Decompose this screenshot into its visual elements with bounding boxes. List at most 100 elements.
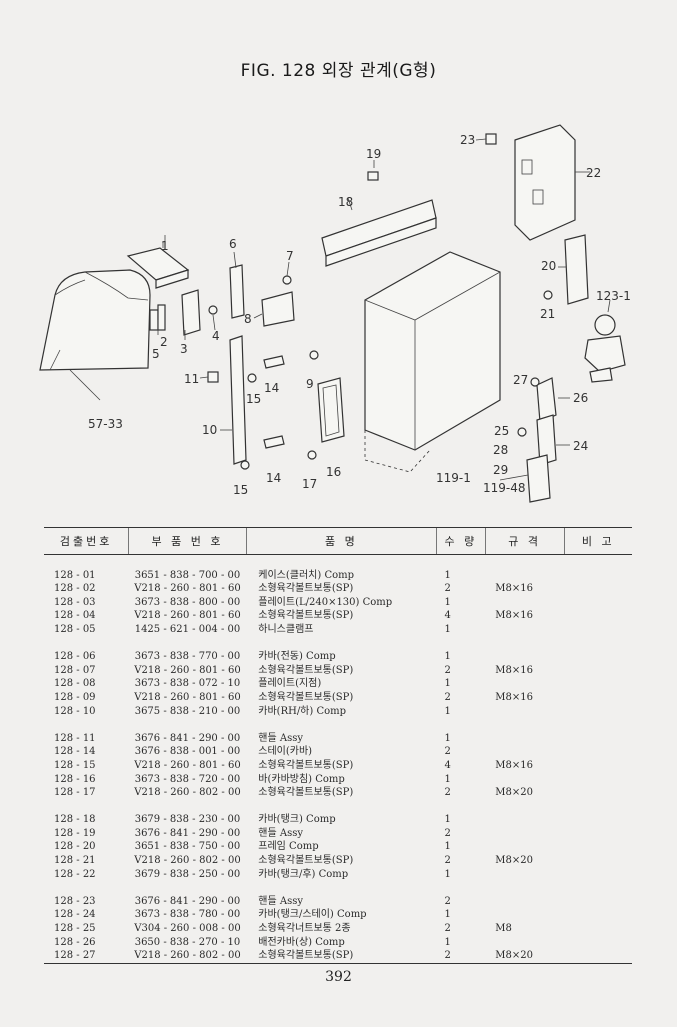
part-number-cell: 3679 - 838 - 230 - 00 [134,814,241,826]
index-cell: 128 - 14 [54,746,96,758]
spec-cell [485,840,564,854]
part-57-33-drawing [39,269,151,401]
header-index: 검출번호 [44,527,129,555]
index-cell: 128 - 23 [54,895,96,907]
index-cell: 128 - 06 [54,651,96,663]
remarks-cell [564,868,632,882]
remarks-cell [564,854,632,868]
index-cell: 128 - 19 [54,827,96,839]
part-number-cell: 3676 - 841 - 290 - 00 [134,732,241,744]
callout-18: 18 [338,195,353,209]
part-name-cell: 카바(RH/하) Comp [258,705,347,717]
part-name-cell: 소형육각볼트보통(SP) [246,949,437,964]
quantity-cell: 1 [444,705,451,717]
part-name-cell: 소형육각볼트보통(SP) [258,787,354,799]
quantity-cell: 1 [444,651,451,663]
header-quantity: 수 량 [436,527,486,555]
index-cell: 128 - 11 [54,732,96,744]
part-number-cell: 3673 - 838 - 780 - 00 [134,909,241,921]
remarks-cell [564,569,632,583]
part-number-cell: V218 - 260 - 801 - 60 [134,583,241,595]
page-number: 392 [325,969,352,985]
part-number-cell: V218 - 260 - 801 - 60 [134,759,241,771]
index-cell: 128 - 01 [54,569,96,581]
part-name-cell: 플레이트(L/240×130) Comp [258,596,393,608]
index-cell: 128 - 17 [54,787,96,799]
quantity-cell: 1 [444,732,451,744]
callout-14a: 14 [264,381,279,395]
quantity-cell: 1 [444,868,451,880]
callout-3: 3 [180,342,188,356]
remarks-cell [564,813,632,827]
part-name-cell: 스테이(카바) [258,746,313,758]
part-number-cell: V218 - 260 - 802 - 00 [128,949,247,964]
callout-16: 16 [326,465,341,479]
part-number-cell: V218 - 260 - 801 - 60 [134,691,241,703]
remarks-cell [564,609,632,623]
part-name-cell: 소형육각볼트보통(SP) [258,759,354,771]
remarks-cell [564,582,632,596]
part-123-1-drawing [584,314,626,383]
parts-drawing: 1 2 3 4 5 6 7 8 9 10 11 14 15 14 15 16 1… [39,124,631,503]
index-cell: 128 - 22 [54,868,96,880]
callout-24: 24 [573,439,588,453]
quantity-cell: 1 [444,936,451,948]
remarks-cell [564,759,632,773]
spec-cell [485,596,564,610]
quantity-cell: 2 [444,923,451,935]
callout-8: 8 [244,312,252,326]
callout-5: 5 [152,347,160,361]
quantity-cell: 2 [444,787,451,799]
callout-17: 17 [302,477,317,491]
quantity-cell: 2 [444,855,451,867]
quantity-cell: 2 [444,691,451,703]
index-cell: 128 - 07 [54,664,96,676]
index-cell: 128 - 02 [54,583,96,595]
part-number-cell: 3651 - 838 - 750 - 00 [134,841,241,853]
part-name-cell: 핸들 Assy [258,827,303,839]
part-name-cell: 플레이트(지점) [258,678,322,690]
index-cell: 128 - 10 [54,705,96,717]
part-name-cell: 소형육각볼트보통(SP) [258,664,354,676]
spec-cell [485,908,564,922]
remarks-cell [564,596,632,610]
table-row: 128 - 18 3679 - 838 - 230 - 00 카바(탱크) Comp… [44,813,632,827]
index-cell: 128 - 18 [54,814,96,826]
index-cell: 128 - 25 [54,923,96,935]
callout-20: 20 [541,259,556,273]
remarks-cell [564,691,632,705]
quantity-cell: 1 [444,773,451,785]
remarks-cell [564,922,632,936]
quantity-cell: 4 [444,610,451,622]
remarks-cell [564,949,632,964]
quantity-cell: 2 [444,746,451,758]
part-number-cell: V218 - 260 - 801 - 60 [134,610,241,622]
part-name-cell: 카바(탱크) Comp [258,814,336,826]
callout-4: 4 [212,329,220,343]
part-number-cell: 3673 - 838 - 770 - 00 [134,651,241,663]
header-part-name: 품 명 [245,527,437,555]
remarks-cell [564,895,632,909]
group-spacer-row [44,800,632,814]
callout-57-33: 57-33 [88,417,123,431]
quantity-cell: 2 [444,827,451,839]
exploded-parts-diagram: 1 2 3 4 5 6 7 8 9 10 11 14 15 14 15 16 1… [0,120,677,520]
spec-cell [485,569,564,583]
index-cell: 128 - 21 [54,855,96,867]
callout-1: 1 [161,239,169,253]
spec-cell: M8×20 [495,787,533,799]
